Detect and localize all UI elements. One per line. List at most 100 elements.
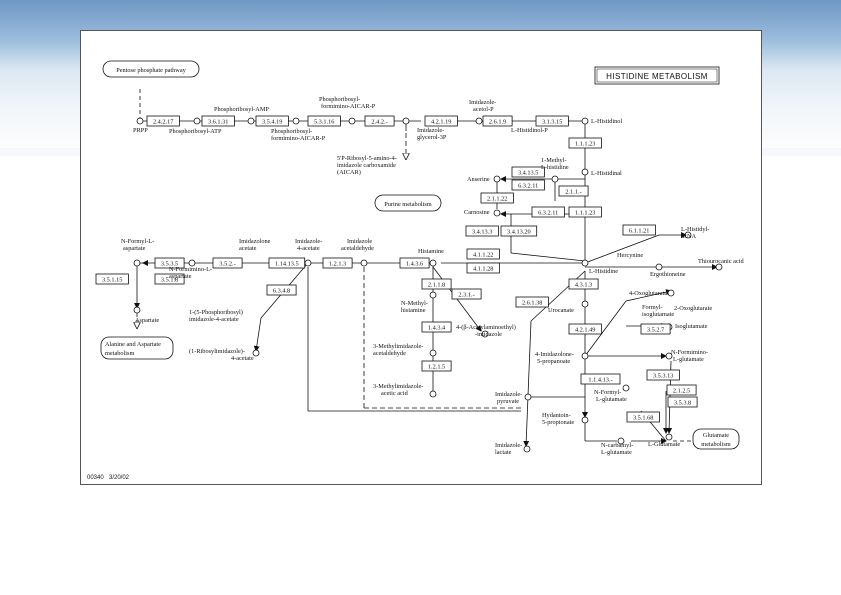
enzyme-label[interactable]: 4.2.1.49 — [575, 327, 595, 334]
enzyme-box[interactable]: 3.4.13.5 — [511, 166, 545, 178]
enzyme-label[interactable]: 1.2.1.3 — [329, 261, 346, 268]
enzyme-box[interactable]: 5.3.1.16 — [307, 115, 341, 127]
map-alanine-aspartate-2[interactable]: metabolism — [105, 350, 134, 357]
enzyme-label[interactable]: 3.4.13.5 — [518, 170, 538, 177]
enzyme-label[interactable]: 3.5.3.8 — [674, 400, 691, 407]
enzyme-label[interactable]: 2.6.1.38 — [522, 300, 542, 307]
enzyme-box[interactable]: 2.3.1.- — [451, 288, 482, 300]
enzyme-label[interactable]: 3.5.3.5 — [161, 261, 178, 268]
enzyme-label[interactable]: 1.14.13.5 — [275, 261, 299, 268]
enzyme-box[interactable]: 2.4.2.- — [364, 115, 395, 127]
enzyme-label[interactable]: 3.5.2.- — [219, 261, 235, 268]
enzyme-box[interactable]: 1.4.3.6 — [399, 257, 430, 269]
enzyme-box[interactable]: 2.1.1.- — [558, 185, 589, 197]
enzyme-label[interactable]: 3.5.1.15 — [102, 277, 122, 284]
enzyme-label[interactable]: 3.5.2.7 — [647, 327, 664, 334]
enzyme-box[interactable]: 1.1.1.23 — [568, 206, 602, 218]
map-glutamate-2[interactable]: metabolism — [701, 441, 730, 448]
page-title: HISTIDINE METABOLISM — [606, 72, 708, 81]
enzyme-label[interactable]: 6.3.2.11 — [518, 183, 538, 190]
enzyme-box[interactable]: 1.2.1.3 — [322, 257, 353, 269]
enzyme-label[interactable]: 3.1.3.15 — [542, 119, 562, 126]
enzyme-label[interactable]: 6.1.1.21 — [629, 228, 649, 235]
compound-label: 2-Oxoglutarate — [674, 305, 712, 312]
enzyme-box[interactable]: 4.3.1.3 — [568, 278, 599, 290]
enzyme-label[interactable]: 4.2.1.19 — [431, 119, 451, 126]
compound-label: Carnosine — [464, 209, 490, 216]
enzyme-box[interactable]: 1.4.3.4 — [421, 321, 452, 333]
enzyme-box[interactable]: 4.2.1.49 — [568, 323, 602, 335]
enzyme-box[interactable]: 1.14.13.5 — [268, 257, 306, 269]
enzyme-box[interactable]: 3.1.3.15 — [535, 115, 569, 127]
enzyme-box[interactable]: 6.3.2.11 — [531, 206, 565, 218]
enzyme-box[interactable]: 3.5.3.8 — [667, 396, 698, 408]
enzyme-label[interactable]: 6.3.2.11 — [538, 210, 558, 217]
enzyme-label[interactable]: 2.1.2.5 — [673, 388, 690, 395]
enzyme-box[interactable]: 2.1.1.8 — [421, 278, 452, 290]
enzyme-label[interactable]: 5.3.1.16 — [314, 119, 334, 126]
map-purine-metabolism[interactable]: Purine metabolism — [384, 201, 431, 208]
enzyme-box[interactable]: 3.5.1.8 — [154, 273, 185, 285]
enzyme-label[interactable]: 1.4.3.4 — [428, 325, 446, 332]
enzyme-box[interactable]: 4.1.1.28 — [466, 262, 500, 274]
enzyme-label[interactable]: 4.1.1.28 — [473, 266, 493, 273]
compound-label: Imidazole- — [417, 127, 444, 134]
enzyme-box[interactable]: 3.5.2.7 — [640, 323, 671, 335]
enzyme-label[interactable]: 2.3.1.- — [458, 292, 474, 299]
enzyme-box[interactable]: 6.1.1.21 — [622, 224, 656, 236]
enzyme-box[interactable]: 2.4.2.17 — [146, 115, 180, 127]
enzyme-label[interactable]: 2.4.2.- — [371, 119, 387, 126]
compound-label: 5'P-Ribosyl-5-amino-4- — [337, 155, 397, 162]
enzyme-box[interactable]: 2.1.2.5 — [666, 384, 697, 396]
compound-label: lactate — [495, 449, 512, 456]
enzyme-label[interactable]: 3.5.1.68 — [633, 415, 653, 422]
enzyme-label[interactable]: 3.4.13.3 — [472, 229, 492, 236]
enzyme-box[interactable]: 3.5.3.13 — [646, 369, 680, 381]
enzyme-box[interactable]: 3.5.2.- — [212, 257, 243, 269]
enzyme-box[interactable]: 3.5.1.15 — [95, 273, 129, 285]
pathway-diagram: HISTIDINE METABOLISM Pentose phosphate p… — [87, 60, 744, 481]
enzyme-label[interactable]: 1.1.1.23 — [575, 141, 595, 148]
enzyme-boxes[interactable]: 2.4.2.17 3.6.1.31 3.5.4.19 5.3.1.16 2.4.2.- 4… — [95, 115, 698, 423]
enzyme-box[interactable]: 3.4.13.3 — [465, 225, 499, 237]
enzyme-label[interactable]: 6.3.4.8 — [273, 288, 290, 295]
enzyme-label[interactable]: 4.1.1.22 — [473, 252, 493, 259]
enzyme-label[interactable]: 1.1.1.23 — [575, 210, 595, 217]
enzyme-label[interactable]: 2.4.2.17 — [153, 119, 173, 126]
enzyme-box[interactable]: 3.5.1.68 — [626, 411, 660, 423]
enzyme-label[interactable]: 3.5.4.19 — [262, 119, 282, 126]
compound-label: 5-propanoate — [537, 358, 570, 365]
enzyme-box[interactable]: 4.2.1.19 — [424, 115, 458, 127]
enzyme-label[interactable]: 2.6.1.9 — [489, 119, 506, 126]
enzyme-label[interactable]: 4.3.1.3 — [575, 282, 592, 289]
enzyme-box[interactable]: 1.1.4.13.- — [580, 373, 621, 385]
enzyme-label[interactable]: 2.1.1.22 — [487, 196, 507, 203]
enzyme-box[interactable]: 3.5.3.5 — [154, 257, 185, 269]
enzyme-label[interactable]: 2.1.1.8 — [428, 282, 445, 289]
enzyme-box[interactable]: 1.1.1.23 — [568, 137, 602, 149]
map-pentose-phosphate[interactable]: Pentose phosphate pathway — [116, 67, 186, 74]
enzyme-box[interactable]: 6.3.4.8 — [266, 284, 297, 296]
enzyme-box[interactable]: 3.6.1.31 — [201, 115, 235, 127]
enzyme-box[interactable]: 2.1.1.22 — [480, 192, 514, 204]
enzyme-box[interactable]: 2.6.1.38 — [515, 296, 549, 308]
compound-label: L-glutamate — [596, 396, 627, 403]
enzyme-label[interactable]: 3.5.3.13 — [653, 373, 673, 380]
enzyme-label[interactable]: 3.5.1.8 — [161, 277, 178, 284]
enzyme-box[interactable]: 4.1.1.22 — [466, 248, 500, 260]
map-alanine-aspartate[interactable]: Alanine and Aspartate — [105, 341, 161, 348]
enzyme-label[interactable]: 2.1.1.- — [565, 189, 581, 196]
enzyme-box[interactable]: 3.5.4.19 — [255, 115, 289, 127]
enzyme-box[interactable]: 6.3.2.11 — [511, 179, 545, 191]
enzyme-label[interactable]: 3.6.1.31 — [208, 119, 228, 126]
enzyme-label[interactable]: 1.1.4.13.- — [588, 377, 612, 384]
enzyme-label[interactable]: 1.2.1.5 — [428, 364, 445, 371]
map-glutamate[interactable]: Glutamate — [703, 432, 729, 439]
enzyme-box[interactable]: 2.6.1.9 — [482, 115, 513, 127]
compound-label: Histamine — [418, 248, 444, 255]
enzyme-box[interactable]: 3.4.13.20 — [500, 225, 538, 237]
enzyme-box[interactable]: 1.2.1.5 — [421, 360, 452, 372]
linked-maps[interactable]: Pentose phosphate pathway Purine metabol… — [100, 60, 740, 450]
enzyme-label[interactable]: 3.4.13.20 — [507, 229, 531, 236]
enzyme-label[interactable]: 1.4.3.6 — [406, 261, 423, 268]
